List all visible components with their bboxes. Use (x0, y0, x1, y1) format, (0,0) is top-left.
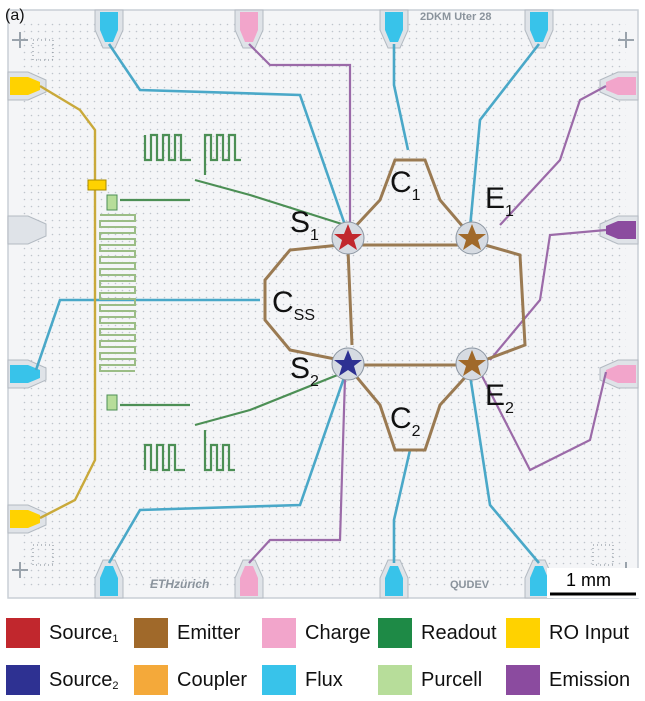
flux-lines (34, 43, 541, 564)
qudev-logo: QUDEV (450, 579, 490, 591)
legend-swatch (378, 618, 412, 648)
legend-item-charge: Charge (262, 618, 371, 648)
scale-bar-label: 1 mm (566, 570, 611, 590)
legend-item-purcell: Purcell (378, 665, 482, 695)
purcell-filter (99, 214, 136, 372)
legend-swatch (262, 618, 296, 648)
legend-swatch (6, 665, 40, 695)
legend-swatch (506, 665, 540, 695)
legend: Source1 Emitter Charge Readout RO Input … (0, 607, 645, 701)
legend-swatch (134, 665, 168, 695)
chip-label: 2DKM Uter 28 (420, 11, 492, 23)
ro-input-lines (39, 84, 97, 520)
legend-item-emission: Emission (506, 665, 630, 695)
legend-swatch (506, 618, 540, 648)
legend-item-source1: Source1 (6, 618, 119, 648)
charge-lines (248, 43, 608, 564)
label-e2: E2 (485, 379, 514, 417)
legend-item-ro-input: RO Input (506, 618, 629, 648)
label-e1: E1 (485, 182, 514, 220)
label-c1: C1 (390, 166, 421, 204)
legend-item-flux: Flux (262, 665, 343, 695)
label-s2: S2 (290, 352, 319, 390)
readout-resonators (120, 133, 346, 472)
chip-diagram: S1 S2 E1 E2 C1 C2 CSS (a) 2DKM Uter 28 E… (5, 7, 639, 599)
qubit-s1 (331, 221, 365, 255)
legend-item-readout: Readout (378, 618, 497, 648)
label-css: CSS (272, 286, 315, 324)
legend-swatch (378, 665, 412, 695)
pad-colors (10, 12, 636, 596)
couplers (263, 158, 527, 452)
legend-swatch (6, 618, 40, 648)
legend-swatch (134, 618, 168, 648)
legend-item-coupler: Coupler (134, 665, 247, 695)
eth-logo: ETHzürich (150, 577, 209, 591)
label-s1: S1 (290, 206, 319, 244)
qubit-e2 (455, 347, 489, 381)
label-c2: C2 (390, 402, 421, 440)
legend-item-source2: Source2 (6, 665, 119, 695)
qubit-e1 (455, 221, 489, 255)
qubit-s2 (331, 347, 365, 381)
panel-label: (a) (5, 7, 25, 24)
legend-item-emitter: Emitter (134, 618, 240, 648)
legend-swatch (262, 665, 296, 695)
